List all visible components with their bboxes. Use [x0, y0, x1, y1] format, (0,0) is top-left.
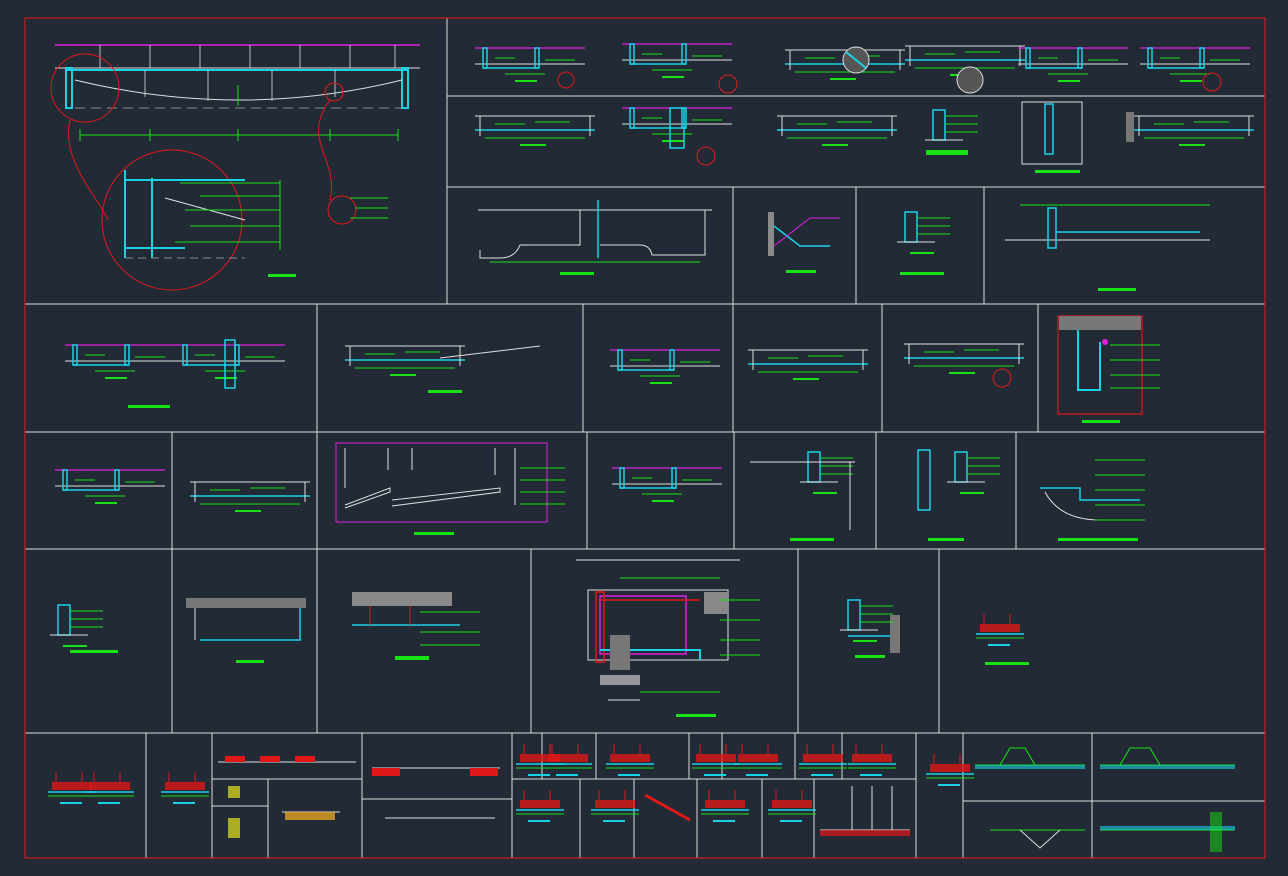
detail-row2 [474, 101, 1255, 173]
detail-row3 [478, 200, 1210, 291]
detail-bottom-strip [47, 743, 1235, 852]
detail-row6 [49, 559, 1029, 717]
detail-row5 [54, 442, 1145, 541]
detail-large-ceiling-section [50, 44, 420, 291]
detail-row1 [474, 43, 1251, 94]
drawing-frame [24, 17, 1266, 859]
detail-row4 [64, 315, 1160, 423]
